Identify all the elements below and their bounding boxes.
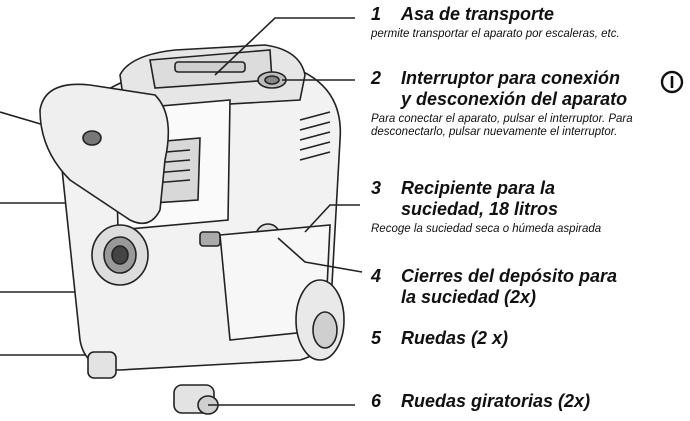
callout-5: 5 Ruedas (2 x) (371, 328, 687, 349)
callout-2-title-line2: y desconexión del aparato (401, 89, 628, 109)
callout-6: 6 Ruedas giratorias (2x) (371, 391, 687, 412)
callout-1-description: permite transportar el aparato por escal… (371, 28, 620, 40)
callout-2: 2 Interruptor para conexión y desconexió… (371, 68, 687, 139)
callout-3-number: 3 (371, 178, 382, 198)
callout-3: 3 Recipiente para la suciedad, 18 litros… (371, 178, 687, 236)
callout-6-number: 6 (371, 391, 382, 411)
callout-6-title: Ruedas giratorias (2x) (401, 391, 591, 411)
power-icon (660, 70, 684, 94)
callout-2-number: 2 (371, 68, 382, 88)
callout-5-title: Ruedas (2 x) (401, 328, 509, 348)
callout-2-description: Para conectar el aparato, pulsar el inte… (371, 113, 633, 138)
callout-3-title-line1: Recipiente para la (401, 178, 556, 198)
callout-2-title-line1: Interruptor para conexión (401, 68, 621, 88)
callout-1: 1 Asa de transporte permite transportar … (371, 4, 687, 41)
callout-1-title: Asa de transporte (401, 4, 555, 24)
callout-3-title-line2: suciedad, 18 litros (401, 199, 559, 219)
vacuum-cleaner-illustration (0, 17, 363, 415)
callout-4-title-line1: Cierres del depósito para (401, 266, 618, 286)
callout-4-number: 4 (371, 266, 382, 286)
callout-1-number: 1 (371, 4, 382, 24)
callout-4-title-line2: la suciedad (2x) (401, 287, 537, 307)
callout-3-description: Recoge la suciedad seca o húmeda aspirad… (371, 223, 602, 235)
callout-4: 4 Cierres del depósito para la suciedad … (371, 266, 687, 308)
callout-5-number: 5 (371, 328, 382, 348)
